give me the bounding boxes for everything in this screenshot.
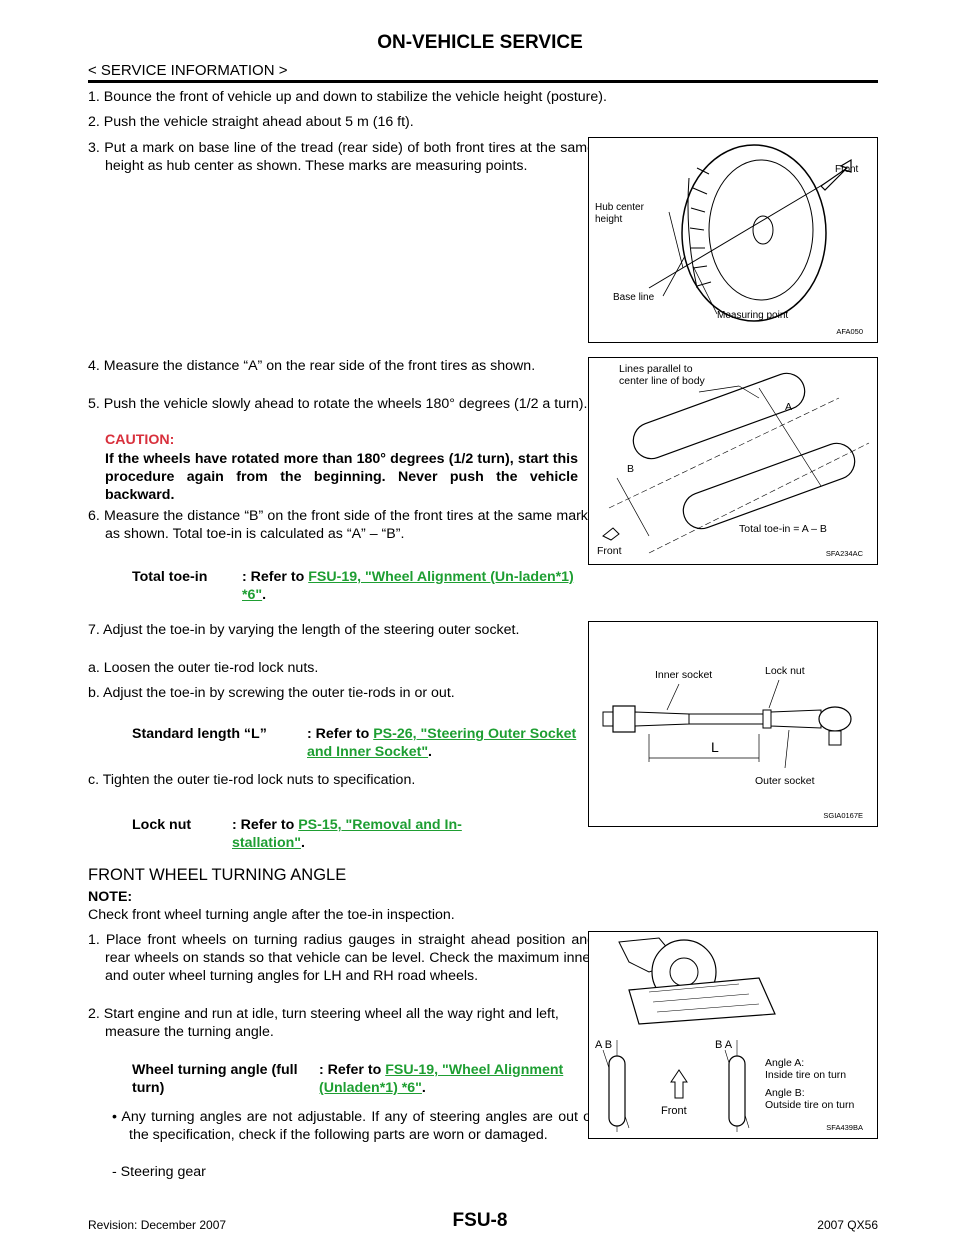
link-ps-26[interactable]: PS-26, "Steering Outer Socket and Inner … — [307, 726, 577, 760]
spec-toe-value: : Refer to FSU-19, "Wheel Alignment (Un-… — [242, 569, 574, 603]
link-fsu-19-toe[interactable]: FSU-19, "Wheel Alignment (Un-laden*1) *6… — [242, 569, 574, 603]
step-3: 3. Put a mark on base line of the tread … — [88, 140, 595, 174]
fig4-angle-b-text: Outside tire on turn — [765, 1099, 854, 1111]
fig2-code: SFA234AC — [825, 549, 863, 558]
spec-nut-value: : Refer to PS-15, "Removal and In-stalla… — [232, 817, 462, 851]
figure-toe-in-measure: Lines parallel to center line of body A … — [588, 357, 878, 565]
fig1-measuring-label: Measuring point — [717, 310, 788, 321]
fig1-hub-label-2: height — [595, 214, 622, 225]
step-1: 1. Bounce the front of vehicle up and do… — [88, 89, 607, 105]
fig2-front-label: Front — [597, 545, 622, 557]
tire-illustration: Front Hub center height Base line Measur… — [595, 144, 859, 322]
step-4: 4. Measure the distance “A” on the rear … — [88, 358, 536, 374]
page-title: ON-VEHICLE SERVICE — [377, 32, 583, 53]
fig4-angle-a-label: Angle A: — [765, 1057, 804, 1069]
fig1-hub-label-1: Hub center — [595, 202, 645, 213]
header-rule — [88, 80, 878, 83]
fig3-lock-label: Lock nut — [765, 665, 805, 677]
fig4-ba-label: B A — [715, 1039, 733, 1051]
spec-angle-value: : Refer to FSU-19, "Wheel Alignment (Unl… — [319, 1062, 564, 1096]
breadcrumb: < SERVICE INFORMATION > — [88, 62, 288, 79]
spec-nut-refer: : Refer to — [232, 817, 299, 833]
fig2-b-label: B — [627, 463, 634, 475]
toe-in-illustration: Lines parallel to center line of body A … — [597, 363, 870, 557]
fig1-base-label: Base line — [613, 292, 655, 303]
fig4-angle-a-text: Inside tire on turn — [765, 1069, 846, 1081]
fig2-a-label: A — [785, 401, 792, 413]
figure-tire-measuring-point: Front Hub center height Base line Measur… — [588, 137, 878, 343]
caution-label: CAUTION: — [105, 432, 175, 448]
fig4-ab-label: A B — [595, 1039, 612, 1051]
turning-step-1: 1. Place front wheels on turning radius … — [88, 932, 595, 984]
section-title-turning-angle: FRONT WHEEL TURNING ANGLE — [88, 866, 347, 884]
spec-toe-refer: : Refer to — [242, 569, 309, 585]
fig1-code: AFA050 — [836, 327, 863, 336]
fig3-l-label: L — [711, 739, 719, 755]
turning-angle-illustration: A B B A Front Angle A: Inside tire on tu… — [595, 937, 854, 1132]
spec-length-value: : Refer to PS-26, "Steering Outer Socket… — [307, 726, 577, 760]
fig2-lines-label-1: Lines parallel to — [619, 363, 693, 375]
fig4-code: SFA439BA — [826, 1123, 863, 1132]
spec-length-label: Standard length “L” — [132, 726, 267, 742]
turning-dash-steering-gear: - Steering gear — [112, 1164, 206, 1180]
page-number: FSU-8 — [452, 1210, 508, 1231]
fig1-front-label: Front — [835, 164, 859, 175]
figure-tie-rod-sockets: Inner socket Lock nut L Outer socket SGI… — [588, 621, 878, 827]
step-6: 6. Measure the distance “B” on the front… — [88, 508, 595, 542]
spec-nut-label: Lock nut — [132, 817, 192, 833]
step-7b: b. Adjust the toe-in by screwing the out… — [88, 685, 455, 701]
step-5: 5. Push the vehicle slowly ahead to rota… — [88, 396, 588, 412]
fig3-code: SGIA0167E — [823, 811, 863, 820]
note-text: Check front wheel turning angle after th… — [88, 907, 455, 923]
step-2: 2. Push the vehicle straight ahead about… — [88, 114, 414, 130]
spec-angle-refer: : Refer to — [319, 1062, 386, 1078]
note-label: NOTE: — [88, 889, 133, 905]
fig4-front-label: Front — [661, 1105, 687, 1117]
figure-turning-angle: A B B A Front Angle A: Inside tire on tu… — [588, 931, 878, 1139]
turning-bullet: • Any turning angles are not adjustable.… — [112, 1109, 595, 1143]
fig3-inner-label: Inner socket — [655, 669, 712, 681]
link-ps-15[interactable]: PS-15, "Removal and In-stallation" — [232, 817, 462, 851]
step-7: 7. Adjust the toe-in by varying the leng… — [88, 622, 520, 638]
fig2-lines-label-2: center line of body — [619, 375, 706, 387]
link-fsu-19-angle[interactable]: FSU-19, "Wheel Alignment (Unladen*1) *6" — [319, 1062, 564, 1096]
caution-text: If the wheels have rotated more than 180… — [105, 451, 578, 503]
step-7c: c. Tighten the outer tie-rod lock nuts t… — [88, 772, 416, 788]
step-7a: a. Loosen the outer tie-rod lock nuts. — [88, 660, 319, 676]
fig3-outer-label: Outer socket — [755, 775, 815, 787]
turning-step-2: 2. Start engine and run at idle, turn st… — [88, 1006, 559, 1040]
fig2-total-label: Total toe-in = A – B — [739, 523, 827, 535]
spec-angle-label: Wheel turning angle (full turn) — [132, 1062, 298, 1096]
footer-revision: Revision: December 2007 — [88, 1218, 227, 1232]
spec-length-refer: : Refer to — [307, 726, 374, 742]
footer-model: 2007 QX56 — [817, 1218, 878, 1232]
fig4-angle-b-label: Angle B: — [765, 1087, 805, 1099]
tie-rod-illustration: Inner socket Lock nut L Outer socket — [602, 665, 852, 787]
spec-toe-label: Total toe-in — [132, 569, 208, 585]
